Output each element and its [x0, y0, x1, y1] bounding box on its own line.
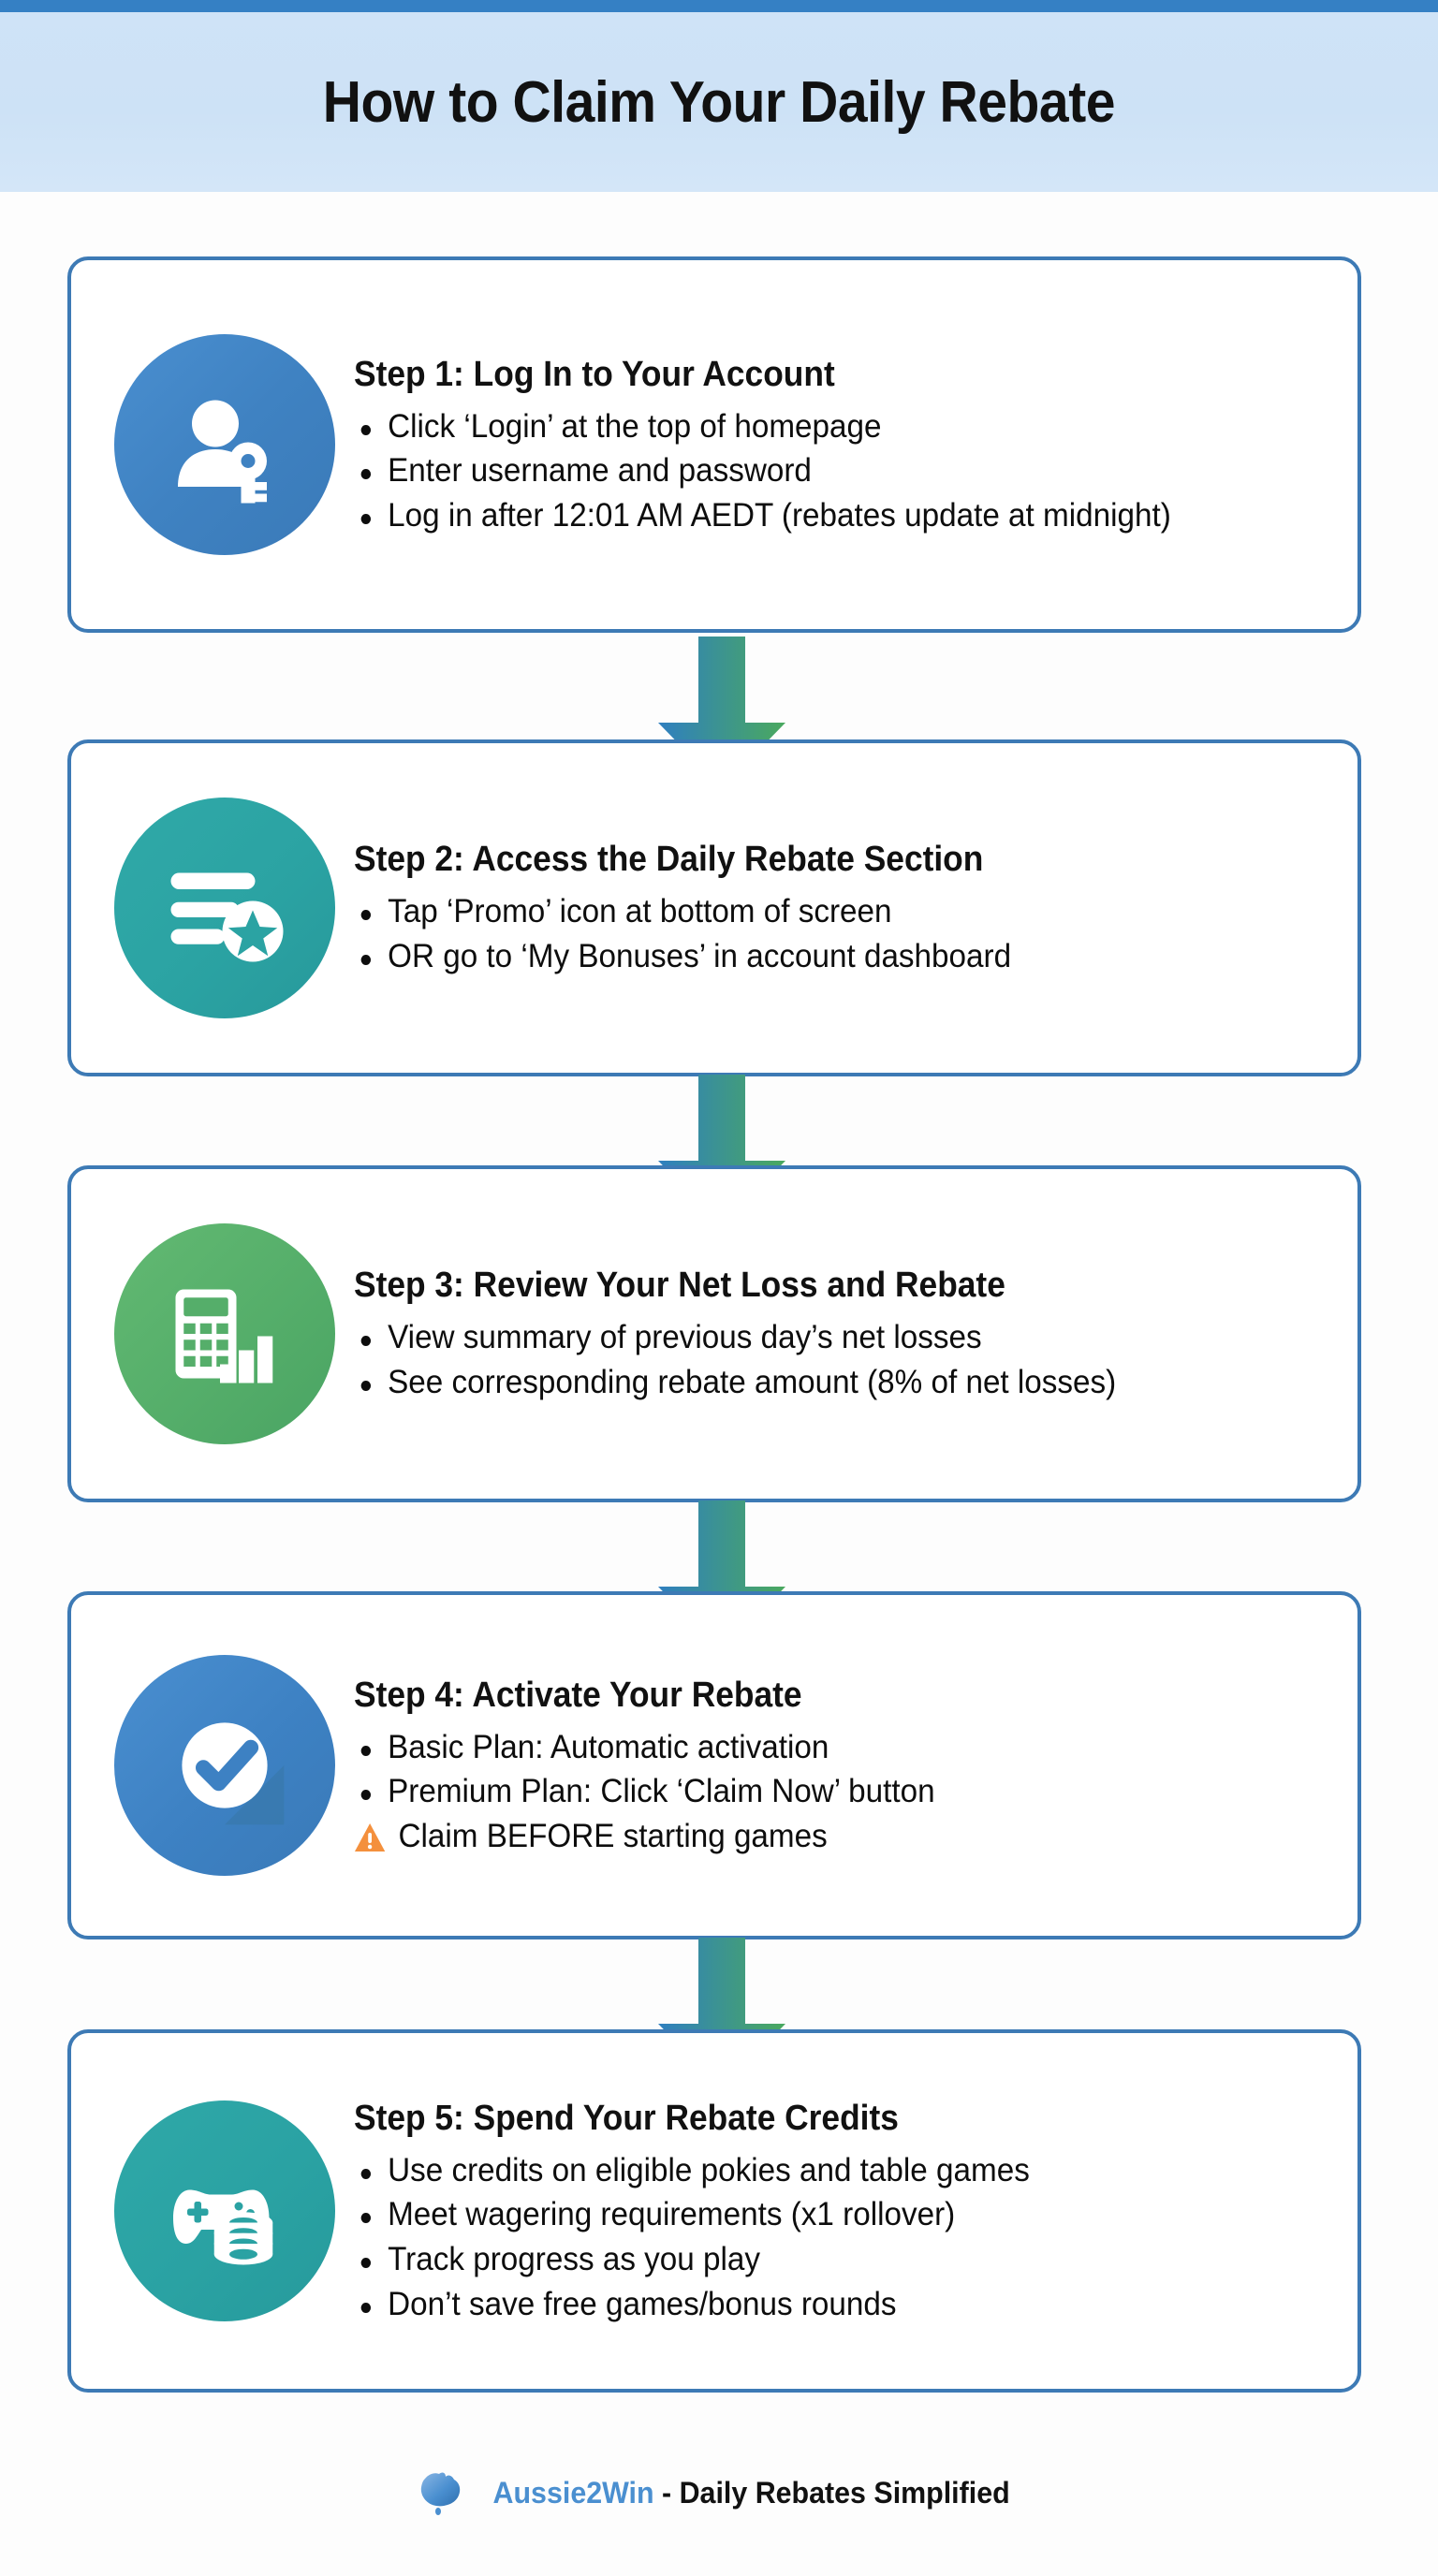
header-band: How to Claim Your Daily Rebate [0, 12, 1438, 192]
step-4-bullets: Basic Plan: Automatic activation Premium… [354, 1729, 1316, 1856]
step-2-body: Step 2: Access the Daily Rebate Section … [354, 840, 1333, 975]
page-title: How to Claim Your Daily Rebate [322, 69, 1116, 135]
bullet-text: Premium Plan: Click ‘Claim Now’ button [388, 1773, 935, 1810]
list-item-warning: Claim BEFORE starting games [354, 1818, 1269, 1856]
bullet-text: Log in after 12:01 AM AEDT (rebates upda… [388, 496, 1171, 534]
step-4-body: Step 4: Activate Your Rebate Basic Plan:… [354, 1676, 1333, 1856]
step-5-title: Step 5: Spend Your Rebate Credits [354, 2098, 899, 2138]
bullet-text: Tap ‘Promo’ icon at bottom of screen [388, 893, 892, 930]
step-card-3: Step 3: Review Your Net Loss and Rebate … [67, 1165, 1361, 1502]
bullet-dot-icon [360, 2213, 372, 2224]
bullet-text: Use credits on eligible pokies and table… [388, 2151, 1030, 2188]
promo-list-star-icon [114, 798, 335, 1018]
list-item: Don’t save free games/bonus rounds [354, 2286, 1269, 2324]
brand-name: Aussie2Win [492, 2475, 654, 2510]
step-card-4: Step 4: Activate Your Rebate Basic Plan:… [67, 1591, 1361, 1939]
list-item: Use credits on eligible pokies and table… [354, 2152, 1269, 2190]
step-3-bullets: View summary of previous day’s net losse… [354, 1319, 1316, 1401]
step-card-5: Step 5: Spend Your Rebate Credits Use cr… [67, 2029, 1361, 2393]
step-1-icon-wrap [95, 334, 354, 555]
step-3-icon-wrap [95, 1223, 354, 1444]
bullet-text: Claim BEFORE starting games [398, 1817, 828, 1854]
footer: Aussie2Win - Daily Rebates Simplified [0, 2467, 1438, 2518]
gamepad-chips-icon [114, 2100, 335, 2321]
bullet-dot-icon [360, 1336, 372, 1347]
bullet-text: Basic Plan: Automatic activation [388, 1728, 829, 1765]
bullet-dot-icon [360, 2258, 372, 2268]
bullet-text: Meet wagering requirements (x1 rollover) [388, 2196, 956, 2233]
check-circle-icon [114, 1655, 335, 1876]
bullet-dot-icon [360, 513, 372, 524]
step-2-icon-wrap [95, 798, 354, 1018]
step-1-body: Step 1: Log In to Your Account Click ‘Lo… [354, 355, 1333, 535]
bullet-text: Click ‘Login’ at the top of homepage [388, 407, 882, 445]
list-item: See corresponding rebate amount (8% of n… [354, 1364, 1269, 1402]
step-5-bullets: Use credits on eligible pokies and table… [354, 2152, 1316, 2323]
bullet-text: Enter username and password [388, 452, 812, 490]
bullet-dot-icon [360, 424, 372, 435]
bullet-dot-icon [360, 469, 372, 480]
step-card-1: Step 1: Log In to Your Account Click ‘Lo… [67, 256, 1361, 633]
brand-tagline: - Daily Rebates Simplified [653, 2475, 1011, 2510]
bullet-dot-icon [360, 910, 372, 921]
list-item: Basic Plan: Automatic activation [354, 1729, 1269, 1767]
bullet-dot-icon [360, 2168, 372, 2179]
step-2-bullets: Tap ‘Promo’ icon at bottom of screen OR … [354, 893, 1316, 975]
bullet-dot-icon [360, 1381, 372, 1391]
bullet-text: OR go to ‘My Bonuses’ in account dashboa… [388, 938, 1012, 974]
list-item: Log in after 12:01 AM AEDT (rebates upda… [354, 497, 1269, 535]
list-item: Enter username and password [354, 452, 1269, 490]
bullet-dot-icon [360, 2302, 372, 2313]
step-2-title: Step 2: Access the Daily Rebate Section [354, 840, 984, 880]
step-4-icon-wrap [95, 1655, 354, 1876]
step-card-2: Step 2: Access the Daily Rebate Section … [67, 739, 1361, 1076]
bullet-dot-icon [360, 1790, 372, 1801]
step-3-title: Step 3: Review Your Net Loss and Rebate [354, 1266, 1005, 1306]
step-1-bullets: Click ‘Login’ at the top of homepage Ent… [354, 408, 1316, 535]
footer-brand-line: Aussie2Win - Daily Rebates Simplified [493, 2476, 1010, 2510]
bullet-text: See corresponding rebate amount (8% of n… [388, 1364, 1117, 1400]
bullet-text: Track progress as you play [388, 2241, 761, 2277]
bullet-dot-icon [360, 1745, 372, 1756]
step-1-title: Step 1: Log In to Your Account [354, 354, 835, 394]
step-4-title: Step 4: Activate Your Rebate [354, 1675, 802, 1715]
bullet-text: View summary of previous day’s net losse… [388, 1319, 982, 1356]
australia-map-icon [414, 2467, 468, 2518]
user-key-icon [114, 334, 335, 555]
list-item: Meet wagering requirements (x1 rollover) [354, 2196, 1269, 2234]
list-item: Premium Plan: Click ‘Claim Now’ button [354, 1773, 1269, 1811]
bullet-dot-icon [360, 955, 372, 965]
list-item: Tap ‘Promo’ icon at bottom of screen [354, 893, 1269, 931]
step-3-body: Step 3: Review Your Net Loss and Rebate … [354, 1266, 1333, 1401]
calculator-chart-icon [114, 1223, 335, 1444]
list-item: OR go to ‘My Bonuses’ in account dashboa… [354, 938, 1269, 976]
step-5-body: Step 5: Spend Your Rebate Credits Use cr… [354, 2099, 1333, 2323]
top-accent-bar [0, 0, 1438, 12]
list-item: View summary of previous day’s net losse… [354, 1319, 1269, 1357]
bullet-text: Don’t save free games/bonus rounds [388, 2285, 897, 2322]
list-item: Click ‘Login’ at the top of homepage [354, 408, 1269, 446]
list-item: Track progress as you play [354, 2241, 1269, 2279]
step-5-icon-wrap [95, 2100, 354, 2321]
warning-triangle-icon [354, 1822, 386, 1853]
